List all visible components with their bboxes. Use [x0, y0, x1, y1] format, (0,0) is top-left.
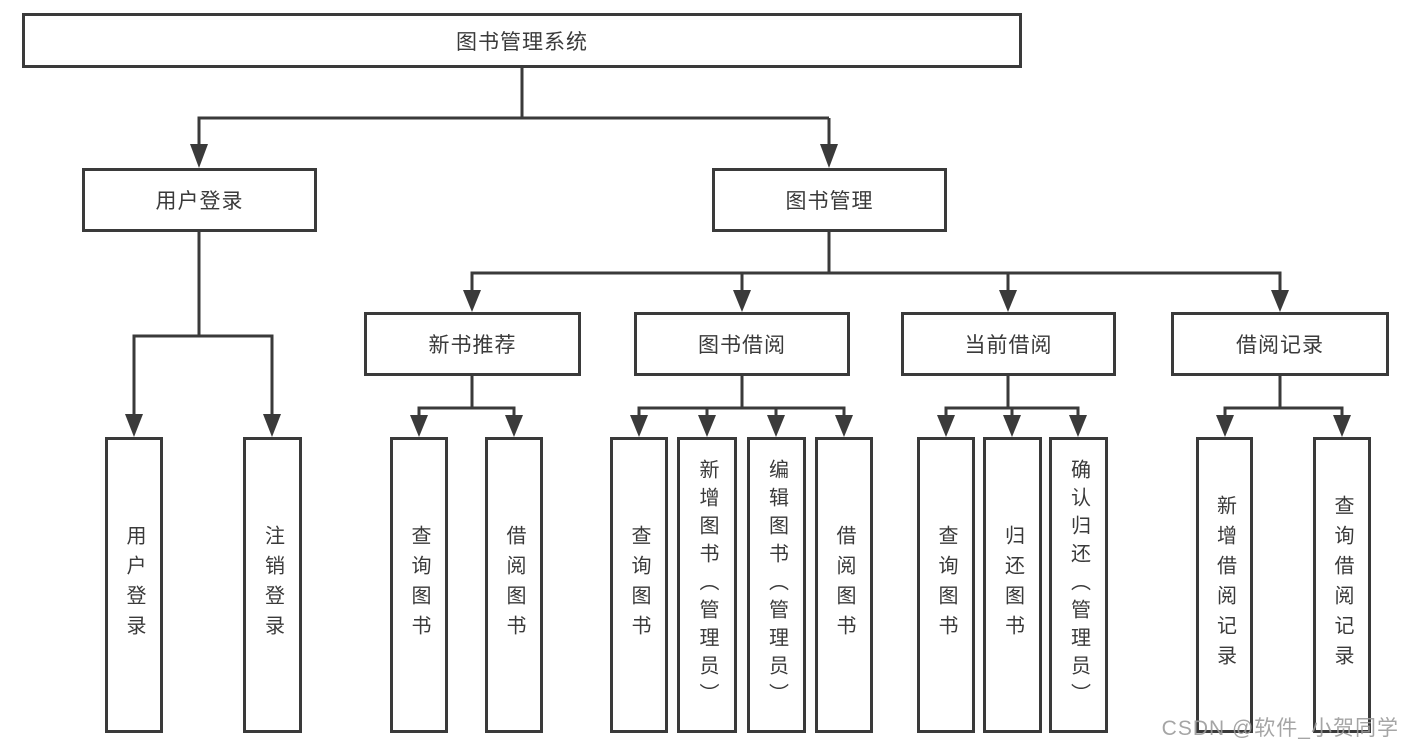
leaf-return-books: 归还图书	[983, 437, 1042, 733]
connector-lines	[132, 68, 1344, 418]
arrowhead	[835, 415, 853, 437]
leaf-query-books-recommend: 查询图书	[390, 437, 448, 733]
connector-borrow-records-split	[1223, 376, 1344, 418]
leaf-add-borrow-record: 新增借阅记录	[1196, 437, 1253, 733]
connector-current-borrow-split	[944, 376, 1080, 418]
connector-book-management-split	[470, 232, 1282, 293]
node-user-login-branch: 用户登录	[82, 168, 317, 232]
arrowhead	[820, 144, 838, 168]
leaf-confirm-return-admin: 确认归还（管理员）	[1049, 437, 1108, 733]
arrowhead	[463, 290, 481, 312]
leaf-query-books-current: 查询图书	[917, 437, 975, 733]
leaf-user-login: 用户登录	[105, 437, 163, 733]
connector-new-book-split	[417, 376, 516, 418]
node-book-management-branch: 图书管理	[712, 168, 947, 232]
node-borrow-records: 借阅记录	[1171, 312, 1389, 376]
arrowhead	[937, 415, 955, 437]
leaf-edit-books-admin: 编辑图书（管理员）	[747, 437, 806, 733]
node-current-borrow: 当前借阅	[901, 312, 1116, 376]
node-system-root: 图书管理系统	[22, 13, 1022, 68]
node-new-book-recommend: 新书推荐	[364, 312, 581, 376]
node-book-borrow: 图书借阅	[634, 312, 850, 376]
arrowhead	[125, 414, 143, 437]
arrowhead	[1216, 415, 1234, 437]
arrowhead	[767, 415, 785, 437]
arrowhead	[1271, 290, 1289, 312]
arrowhead	[505, 415, 523, 437]
connector-root-split	[197, 68, 831, 148]
leaf-query-borrow-record: 查询借阅记录	[1313, 437, 1371, 733]
arrowheads	[125, 144, 1351, 437]
connector-book-borrow-split	[637, 376, 846, 418]
arrowhead	[733, 290, 751, 312]
arrowhead	[698, 415, 716, 437]
watermark: CSDN @软件_小贺同学	[1161, 717, 1399, 740]
arrowhead	[999, 290, 1017, 312]
arrowhead	[1069, 415, 1087, 437]
leaf-query-books-borrow: 查询图书	[610, 437, 668, 733]
arrowhead	[190, 144, 208, 168]
connector-user-login-split	[132, 232, 274, 418]
leaf-borrow-books-recommend: 借阅图书	[485, 437, 543, 733]
arrowhead	[1003, 415, 1021, 437]
leaf-add-books-admin: 新增图书（管理员）	[677, 437, 737, 733]
arrowhead	[1333, 415, 1351, 437]
arrowhead	[630, 415, 648, 437]
arrowhead	[410, 415, 428, 437]
leaf-borrow-books: 借阅图书	[815, 437, 873, 733]
leaf-logout: 注销登录	[243, 437, 302, 733]
arrowhead	[263, 414, 281, 437]
